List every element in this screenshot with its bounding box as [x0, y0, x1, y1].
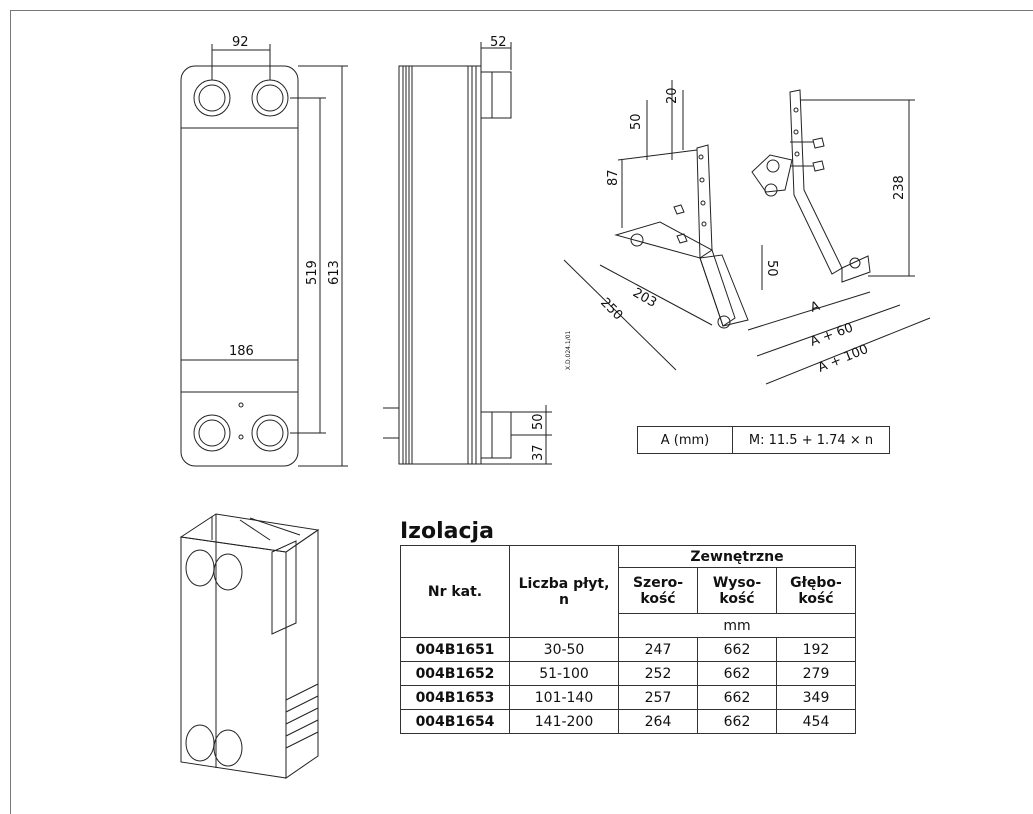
dim-519: 519	[305, 260, 320, 285]
header-height: Wyso-kość	[697, 567, 777, 614]
header-code: Nr kat.	[400, 545, 510, 638]
cell-plates: 101-140	[509, 685, 619, 710]
bracket-drawing: X.D.024.1/01 20 50 87 238 50 203 250 A A…	[563, 80, 931, 385]
cell-code: 004B1654	[400, 709, 510, 734]
cell-code: 004B1653	[400, 685, 510, 710]
insulation-title: Izolacja	[400, 519, 494, 544]
table-row: 004B1654 141-200 264 662 454	[400, 709, 856, 734]
dim-250: 250	[597, 295, 625, 323]
cell-code: 004B1652	[400, 661, 510, 686]
dim-37-bottom: 37	[531, 444, 546, 461]
cell-depth: 349	[776, 685, 856, 710]
dim-20: 20	[665, 87, 680, 104]
dim-A-plus-60: A + 60	[808, 320, 855, 349]
table-row: 004B1652 51-100 252 662 279	[400, 661, 856, 686]
table-row: 004B1653 101-140 257 662 349	[400, 685, 856, 710]
drawing-code: X.D.024.1/01	[565, 330, 572, 370]
header-unit: mm	[618, 613, 856, 638]
insulation-3d-drawing	[179, 513, 320, 779]
dim-203: 203	[630, 285, 659, 310]
side-view-drawing: 52 50 37	[383, 35, 552, 465]
cell-plates: 30-50	[509, 637, 619, 662]
dim-186: 186	[229, 344, 254, 359]
cell-height: 662	[697, 637, 777, 662]
cell-height: 662	[697, 685, 777, 710]
cell-plates: 51-100	[509, 661, 619, 686]
front-view-drawing: 92 186 519 613	[180, 35, 348, 467]
table-row: 004B1651 30-50 247 662 192	[400, 637, 856, 662]
dim-87: 87	[606, 169, 621, 186]
dim-613: 613	[327, 260, 342, 285]
cell-depth: 279	[776, 661, 856, 686]
insulation-table: Nr kat. Liczba płyt, n Zewnętrzne Szero-…	[400, 545, 856, 734]
cell-width: 247	[618, 637, 698, 662]
cell-plates: 141-200	[509, 709, 619, 734]
cell-code: 004B1651	[400, 637, 510, 662]
header-plates: Liczba płyt, n	[509, 545, 619, 638]
cell-width: 257	[618, 685, 698, 710]
dim-A-plus-100: A + 100	[816, 342, 871, 376]
cell-width: 264	[618, 709, 698, 734]
header-width: Szero-kość	[618, 567, 698, 614]
cell-depth: 192	[776, 637, 856, 662]
dim-92: 92	[232, 35, 249, 50]
header-external: Zewnętrzne	[618, 545, 856, 568]
dim-A: A	[809, 299, 822, 316]
dim-52: 52	[490, 35, 507, 50]
cell-width: 252	[618, 661, 698, 686]
dim-50-middle: 50	[764, 260, 779, 277]
dim-238: 238	[892, 175, 907, 200]
dim-50-upper: 50	[629, 113, 644, 130]
header-depth: Głębo-kość	[776, 567, 856, 614]
cell-depth: 454	[776, 709, 856, 734]
formula-value: M: 11.5 + 1.74 × n	[732, 426, 890, 454]
formula-label: A (mm)	[637, 426, 733, 454]
drawing-frame	[10, 10, 1033, 814]
cell-height: 662	[697, 709, 777, 734]
dim-50-bottom: 50	[531, 413, 546, 430]
formula-box: A (mm) M: 11.5 + 1.74 × n	[637, 426, 890, 454]
cell-height: 662	[697, 661, 777, 686]
